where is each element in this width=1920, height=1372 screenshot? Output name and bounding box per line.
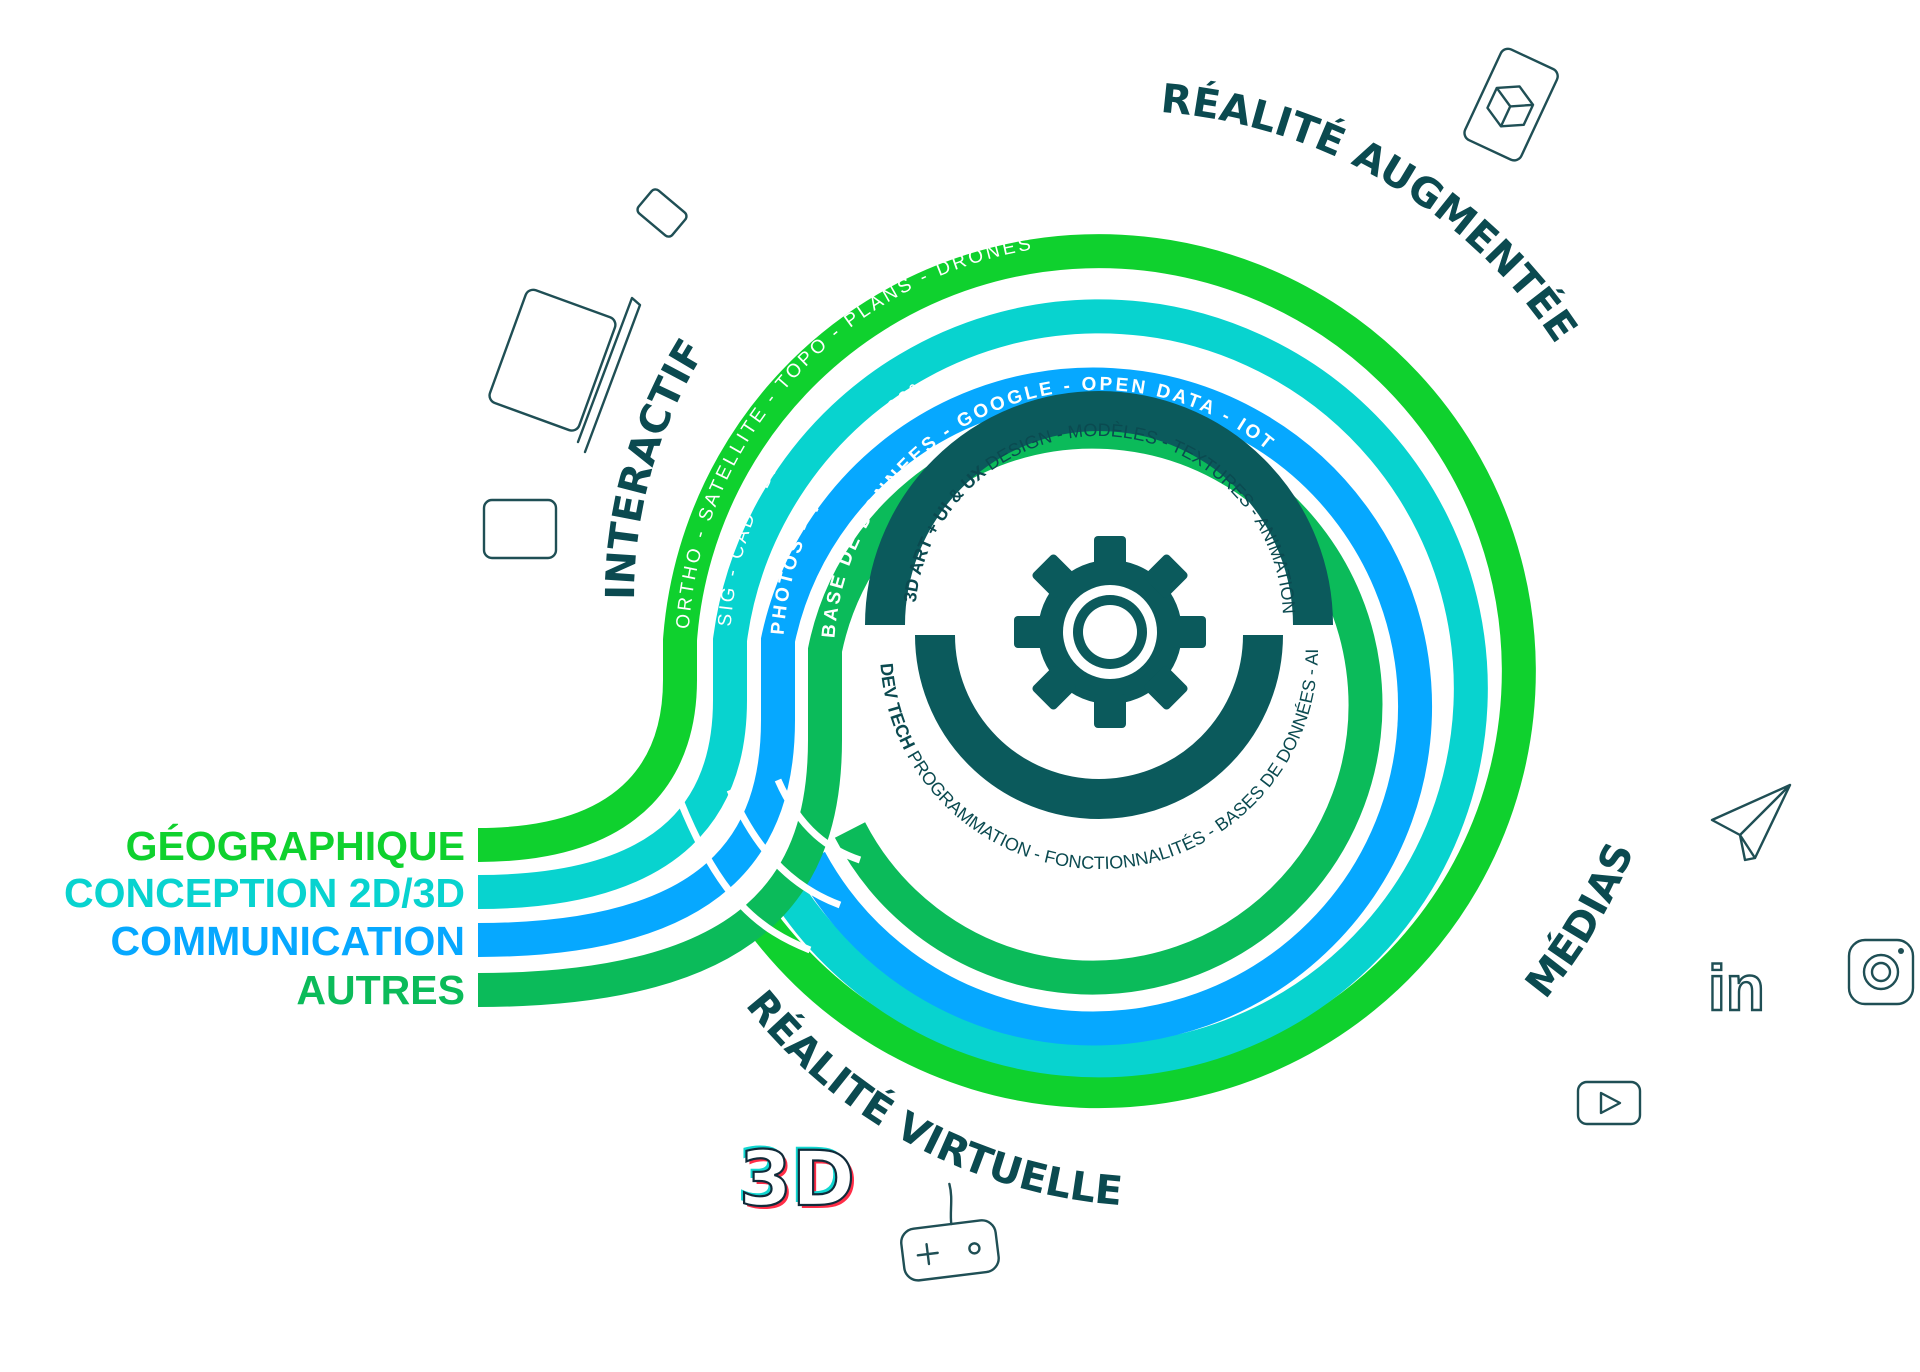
instagram-icon [1847, 938, 1915, 1006]
legend-communication: COMMUNICATION [110, 918, 465, 964]
gear-icon [1014, 536, 1206, 728]
3d-logo-icon: 3D 3D 3D [736, 1131, 858, 1226]
legend-conception: CONCEPTION 2D/3D [64, 870, 465, 916]
title-realite-augmentee: RÉALITÉ AUGMENTÉE [1159, 76, 1586, 350]
legend-autres: AUTRES [296, 967, 465, 1013]
phone-icon [636, 188, 688, 238]
inner-ring-top [865, 391, 1333, 626]
telegram-icon [1710, 783, 1792, 862]
band-geographique [477, 234, 1536, 1109]
youtube-icon [1576, 1080, 1642, 1126]
band-conception [477, 299, 1488, 1078]
laptop-icon [488, 288, 642, 454]
svg-text:3D: 3D [739, 1134, 855, 1223]
linkedin-icon: in [1708, 952, 1765, 1024]
inner-ring-bottom [915, 634, 1283, 819]
band-communication [477, 367, 1433, 1046]
svg-text:3D: 3D [742, 1137, 858, 1226]
legend-geographique: GÉOGRAPHIQUE [126, 823, 465, 869]
ar-cube-icon [1463, 47, 1559, 162]
svg-text:3D: 3D [736, 1131, 852, 1220]
tablet-icon [482, 498, 558, 560]
title-medias: MÉDIAS [1517, 836, 1643, 1006]
gamepad-icon [900, 1182, 1000, 1282]
